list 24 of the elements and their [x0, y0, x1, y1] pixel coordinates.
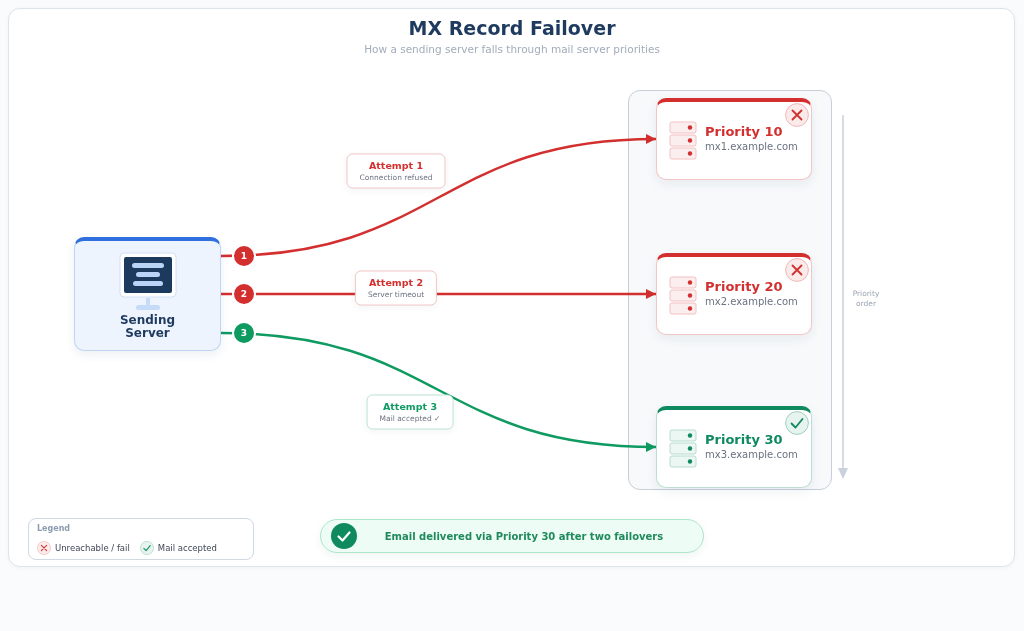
- server-label: Sending Server: [118, 314, 177, 340]
- hostname: mx2.example.com: [705, 295, 798, 309]
- subtitle: How a sending server falls through mail server priorities: [363, 43, 661, 55]
- server-priority: Priority 10: [705, 124, 784, 140]
- group-panel: [628, 90, 832, 490]
- legend-text: Mail accepted: [157, 543, 217, 553]
- step-number: 2: [234, 284, 254, 304]
- status-banner: [320, 519, 704, 553]
- step-number: 1: [234, 246, 254, 266]
- server-box: [74, 237, 221, 351]
- diagram-title: MX Record Failover: [408, 17, 616, 39]
- arrow: [220, 134, 657, 258]
- hostname: mx1.example.com: [705, 140, 798, 154]
- status-message: Email delivered via Priority 30 after two failovers: [383, 530, 665, 542]
- legend-title: Legend: [37, 524, 72, 534]
- server-priority: Priority 20: [705, 279, 784, 295]
- arrow: [220, 331, 657, 452]
- mail-server-box: [656, 406, 812, 488]
- hostname: mx3.example.com: [705, 448, 798, 462]
- legend-text: Unreachable / fail: [55, 543, 130, 553]
- step-number: 3: [234, 323, 254, 343]
- mail-server-box: [656, 98, 812, 180]
- server-priority: Priority 30: [705, 432, 784, 448]
- mail-server-box: [656, 253, 812, 335]
